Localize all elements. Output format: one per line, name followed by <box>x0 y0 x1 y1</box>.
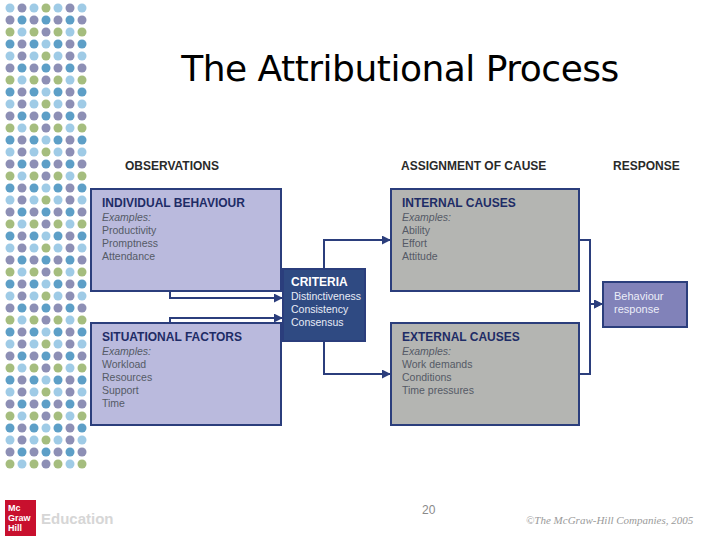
example-item: Distinctiveness <box>291 290 357 303</box>
box-heading: SITUATIONAL FACTORS <box>102 330 270 345</box>
slide-title: The Attributional Process <box>150 48 650 89</box>
criteria-box: CRITERIADistinctivenessConsistencyConsen… <box>282 268 366 342</box>
example-item: Consistency <box>291 303 357 316</box>
logo-text: Graw <box>8 513 31 523</box>
column-heading: ASSIGNMENT OF CAUSE <box>401 159 546 173</box>
example-item: Resources <box>102 371 270 384</box>
box-heading: INDIVIDUAL BEHAVIOUR <box>102 196 270 211</box>
connector-arrow <box>580 240 602 304</box>
example-item: Conditions <box>402 371 568 384</box>
example-item: Work demands <box>402 358 568 371</box>
examples-label: Examples: <box>402 345 568 358</box>
connector-arrow <box>170 318 282 322</box>
examples-label: Examples: <box>402 211 568 224</box>
copyright-note: ©The McGraw-Hill Companies, 2005 <box>526 514 693 526</box>
examples-label: Examples: <box>102 211 270 224</box>
column-heading: OBSERVATIONS <box>125 159 219 173</box>
example-item: Time <box>102 397 270 410</box>
logo-text: Mc <box>8 503 21 513</box>
example-item: Consensus <box>291 316 357 329</box>
logo-wordmark: Education <box>41 510 114 527</box>
connector-arrow <box>170 292 282 298</box>
example-item: Effort <box>402 237 568 250</box>
example-item: Time pressures <box>402 384 568 397</box>
example-item: Ability <box>402 224 568 237</box>
example-item: Support <box>102 384 270 397</box>
logo-text: Hill <box>8 523 22 533</box>
box-heading: INTERNAL CAUSES <box>402 196 568 211</box>
cause-box: INTERNAL CAUSESExamples:AbilityEffortAtt… <box>390 188 580 292</box>
example-item: Attendance <box>102 250 270 263</box>
example-item: Productivity <box>102 224 270 237</box>
dot-column <box>4 2 88 470</box>
response-box: Behaviour response <box>602 281 688 328</box>
column-heading: RESPONSE <box>613 159 680 173</box>
example-item: Attitude <box>402 250 568 263</box>
page-number: 20 <box>422 503 435 517</box>
connector-arrow <box>580 304 602 374</box>
example-item: Promptness <box>102 237 270 250</box>
box-heading: CRITERIA <box>291 275 357 290</box>
examples-label: Examples: <box>102 345 270 358</box>
cause-box: EXTERNAL CAUSESExamples:Work demandsCond… <box>390 322 580 426</box>
connector-arrow <box>324 342 390 374</box>
example-item: Workload <box>102 358 270 371</box>
box-heading: EXTERNAL CAUSES <box>402 330 568 345</box>
observation-box: INDIVIDUAL BEHAVIOURExamples:Productivit… <box>90 188 282 292</box>
connector-arrow <box>324 240 390 268</box>
logo-block <box>5 500 36 536</box>
response-text: Behaviour response <box>614 290 676 316</box>
observation-box: SITUATIONAL FACTORSExamples:WorkloadReso… <box>90 322 282 426</box>
